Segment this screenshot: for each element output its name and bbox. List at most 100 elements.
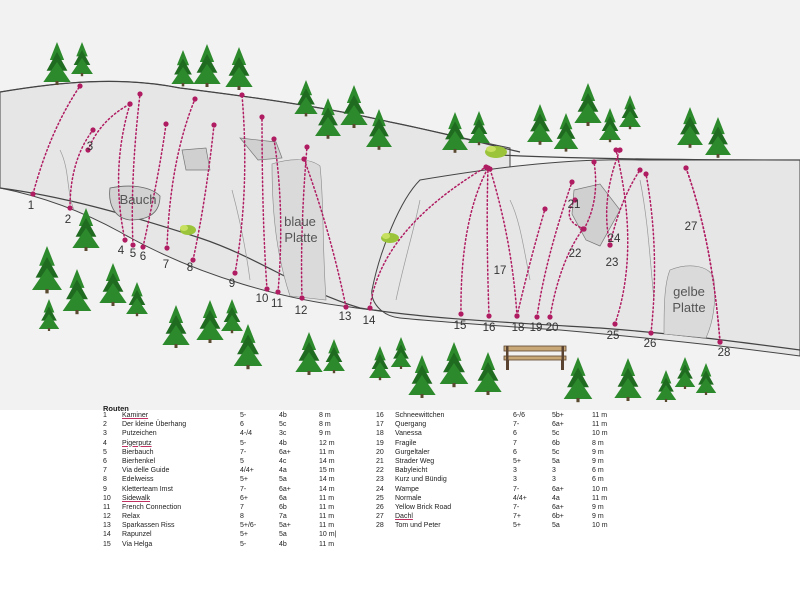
- legend-grade: 5a+: [279, 522, 291, 530]
- legend-number: 10: [103, 494, 111, 502]
- route-start-5: [130, 242, 136, 248]
- route-start-13: [343, 304, 349, 310]
- legend-grade: 5-: [240, 540, 247, 548]
- legend-route-name: Quergang: [395, 421, 427, 429]
- legend-route-name: Dachl: [395, 513, 413, 521]
- crag-rim-left: [0, 80, 521, 153]
- legend-grade: 6+: [240, 494, 248, 502]
- route-start-19: [534, 314, 540, 320]
- legend-length: 11 m: [592, 421, 608, 429]
- route-number-2: 2: [65, 214, 71, 226]
- route-start-10: [264, 286, 270, 292]
- route-start-7: [164, 245, 170, 251]
- legend-length: 11 m: [592, 494, 608, 502]
- tree-icon: [72, 208, 100, 251]
- legend-route-name: Fragile: [395, 439, 417, 447]
- route-number-19: 19: [530, 322, 543, 334]
- legend-grade: 5c: [552, 448, 560, 456]
- legend-number: 11: [103, 503, 111, 511]
- legend-grade: 4b: [279, 439, 287, 447]
- route-number-27: 27: [685, 221, 698, 233]
- legend-grade: 3: [552, 476, 556, 484]
- legend-grade: 5-: [240, 412, 247, 419]
- legend-number: 26: [376, 503, 384, 511]
- route-line-15: [460, 167, 489, 315]
- route-start-14: [367, 305, 373, 311]
- legend-route-name: Tom und Peter: [395, 522, 441, 530]
- legend-length: 14 m: [319, 485, 335, 493]
- legend-number: 16: [376, 412, 384, 419]
- legend-grade: 3: [552, 467, 556, 475]
- route-number-8: 8: [187, 262, 193, 274]
- legend-route-name: Kurz und Bündig: [395, 476, 447, 484]
- route-start-11: [275, 289, 281, 295]
- area-label: gelbe: [673, 284, 705, 299]
- legend-length: 11 m: [319, 448, 335, 456]
- tree-icon: [162, 305, 190, 348]
- legend-length: 10 m: [592, 430, 608, 438]
- legend-number: 23: [376, 476, 384, 484]
- legend-grade: 6a+: [552, 485, 564, 493]
- route-number-14: 14: [363, 315, 376, 327]
- legend-length: 9 m: [592, 503, 604, 511]
- legend-grade: 6b: [279, 503, 287, 511]
- blaue-platte-slab: [271, 159, 327, 301]
- legend-number: 20: [376, 448, 384, 456]
- legend-route-name: Strader Weg: [395, 457, 435, 465]
- route-anchor-9: [239, 92, 245, 98]
- legend-number: 17: [376, 421, 384, 429]
- route-anchor-25: [613, 147, 619, 153]
- area-label: Platte: [284, 230, 317, 245]
- route-number-5: 5: [130, 248, 136, 260]
- legend-route-name: Edelweiss: [122, 476, 154, 484]
- route-anchor-5: [137, 91, 143, 97]
- legend-number: 28: [376, 522, 384, 530]
- rock-crack-4: [639, 179, 655, 301]
- route-line-7: [166, 98, 196, 249]
- legend-grade: 6a+: [552, 503, 564, 511]
- route-number-21: 21: [568, 199, 581, 211]
- legend-route-name: Wampe: [395, 485, 419, 493]
- route-anchor-18: [542, 206, 548, 212]
- legend-number: 1: [103, 412, 107, 419]
- route-number-16: 16: [483, 322, 496, 334]
- legend-length: 11 m: [319, 513, 335, 521]
- route-start-3: [85, 147, 91, 153]
- legend-number: 3: [103, 430, 107, 438]
- legend-length: 8 m: [592, 439, 604, 447]
- legend-number: 9: [103, 485, 107, 493]
- route-line-14: [369, 166, 487, 309]
- legend-length: 6 m: [592, 467, 604, 475]
- legend-length: 9 m: [592, 457, 604, 465]
- route-anchor-11: [271, 136, 277, 142]
- tree-icon: [439, 342, 469, 388]
- route-line-11: [273, 138, 282, 293]
- legend-length: 9 m: [319, 430, 331, 438]
- tree-icon: [62, 269, 92, 315]
- legend-length: 14 m: [319, 457, 335, 465]
- tree-icon: [674, 357, 696, 389]
- route-number-22: 22: [569, 248, 582, 260]
- legend-route-name: Bierhenkel: [122, 457, 156, 465]
- route-anchor-26: [643, 171, 649, 177]
- legend-route-name: Vanessa: [395, 430, 422, 438]
- tree-icon: [553, 113, 579, 152]
- route-number-7: 7: [163, 259, 169, 271]
- legend-grade: 7+: [513, 513, 521, 521]
- legend-length: 8 m: [319, 421, 331, 429]
- legend-grade: 4b: [279, 412, 287, 419]
- legend-length: 11 m: [319, 540, 335, 548]
- legend-number: 25: [376, 494, 384, 502]
- route-number-23: 23: [606, 257, 619, 269]
- legend-grade: 5: [240, 457, 244, 465]
- legend-grade: 5a: [279, 531, 287, 539]
- route-start-8: [190, 257, 196, 263]
- area-label: Platte: [672, 300, 705, 315]
- legend-length: 9 m: [592, 448, 604, 456]
- legend-grade: 7-: [513, 503, 520, 511]
- legend-grade: 4b: [279, 540, 287, 548]
- tree-icon: [527, 104, 553, 145]
- legend-route-name: Yellow Brick Road: [395, 503, 452, 511]
- legend-grade: 5+: [513, 522, 521, 530]
- bench-icon: [503, 345, 567, 370]
